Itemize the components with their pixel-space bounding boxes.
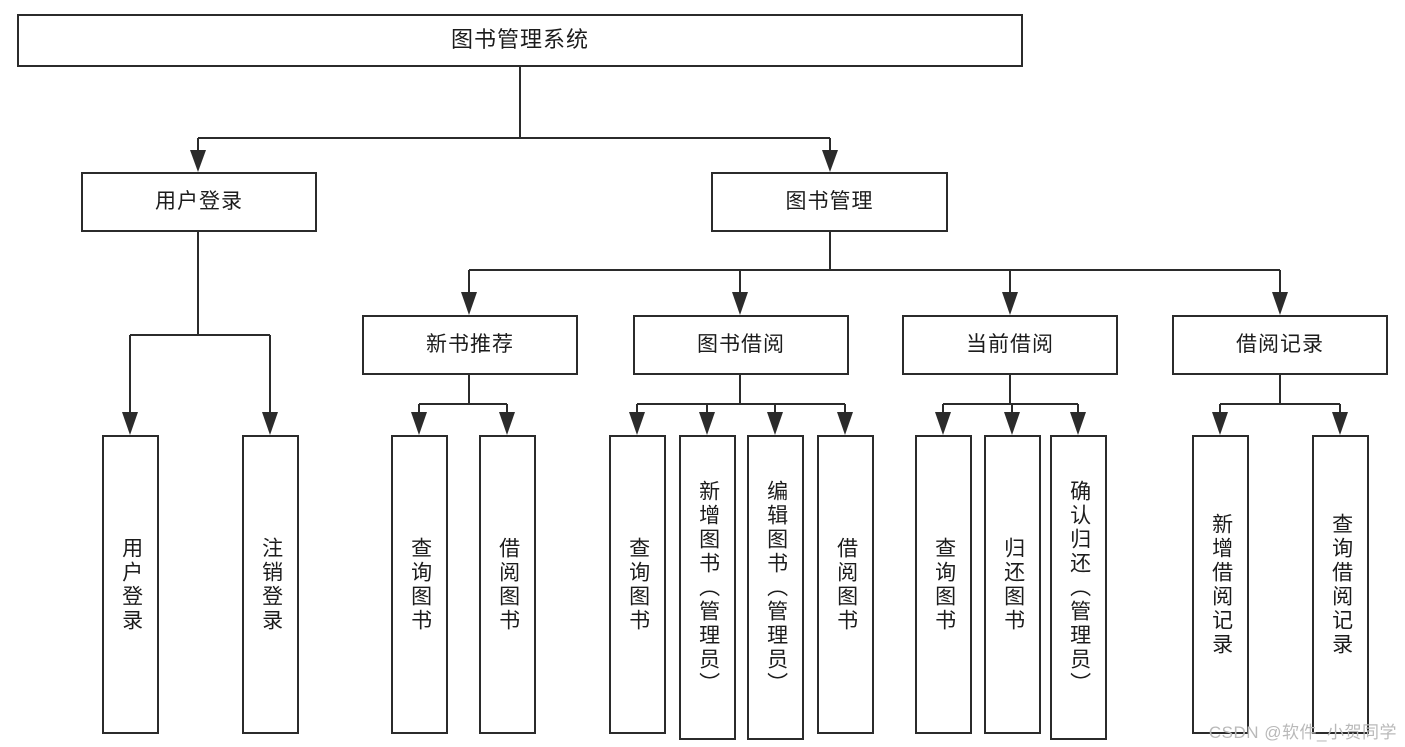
leaf-borrow-book-recommend[interactable]: 借阅图书 <box>479 435 536 734</box>
node-borrow-record[interactable]: 借阅记录 <box>1172 315 1388 375</box>
node-label: 图书管理 <box>785 190 874 214</box>
leaf-logout-login[interactable]: 注销登录 <box>242 435 299 734</box>
node-label: 查询图书 <box>932 536 956 633</box>
node-label: 图书借阅 <box>697 333 785 357</box>
node-label: 用户登录 <box>155 190 243 214</box>
leaf-borrow-book-borrow[interactable]: 借阅图书 <box>817 435 874 734</box>
node-new-book-recommend[interactable]: 新书推荐 <box>362 315 578 375</box>
node-label: 确认归还（管理员） <box>1067 479 1091 696</box>
csdn-watermark: CSDN @软件_小贺同学 <box>1208 723 1397 742</box>
node-label: 图书管理系统 <box>450 27 589 53</box>
node-label: 查询图书 <box>408 536 432 633</box>
node-label: 查询图书 <box>626 536 650 633</box>
node-current-borrow[interactable]: 当前借阅 <box>902 315 1118 375</box>
node-label: 编辑图书（管理员） <box>764 479 788 696</box>
node-label: 新增图书（管理员） <box>696 479 720 696</box>
node-root-book-management-system[interactable]: 图书管理系统 <box>17 14 1023 67</box>
node-book-management[interactable]: 图书管理 <box>711 172 948 232</box>
leaf-user-login[interactable]: 用户登录 <box>102 435 159 734</box>
node-label: 归还图书 <box>1001 536 1025 633</box>
leaf-query-book-current[interactable]: 查询图书 <box>915 435 972 734</box>
leaf-query-book-recommend[interactable]: 查询图书 <box>391 435 448 734</box>
leaf-return-book[interactable]: 归还图书 <box>984 435 1041 734</box>
node-label: 当前借阅 <box>966 333 1054 357</box>
node-user-login[interactable]: 用户登录 <box>81 172 317 232</box>
leaf-query-book-borrow[interactable]: 查询图书 <box>609 435 666 734</box>
leaf-confirm-return-admin[interactable]: 确认归还（管理员） <box>1050 435 1107 740</box>
node-label: 用户登录 <box>119 536 143 633</box>
leaf-query-borrow-record[interactable]: 查询借阅记录 <box>1312 435 1369 734</box>
node-label: 借阅记录 <box>1236 333 1324 357</box>
node-book-borrow[interactable]: 图书借阅 <box>633 315 849 375</box>
node-label: 新书推荐 <box>426 333 514 357</box>
node-label: 注销登录 <box>259 536 283 633</box>
node-label: 新增借阅记录 <box>1209 512 1233 657</box>
leaf-add-borrow-record[interactable]: 新增借阅记录 <box>1192 435 1249 734</box>
leaf-edit-book-admin[interactable]: 编辑图书（管理员） <box>747 435 804 740</box>
node-label: 查询借阅记录 <box>1329 512 1353 657</box>
node-label: 借阅图书 <box>834 536 858 633</box>
leaf-add-book-admin[interactable]: 新增图书（管理员） <box>679 435 736 740</box>
node-label: 借阅图书 <box>496 536 520 633</box>
